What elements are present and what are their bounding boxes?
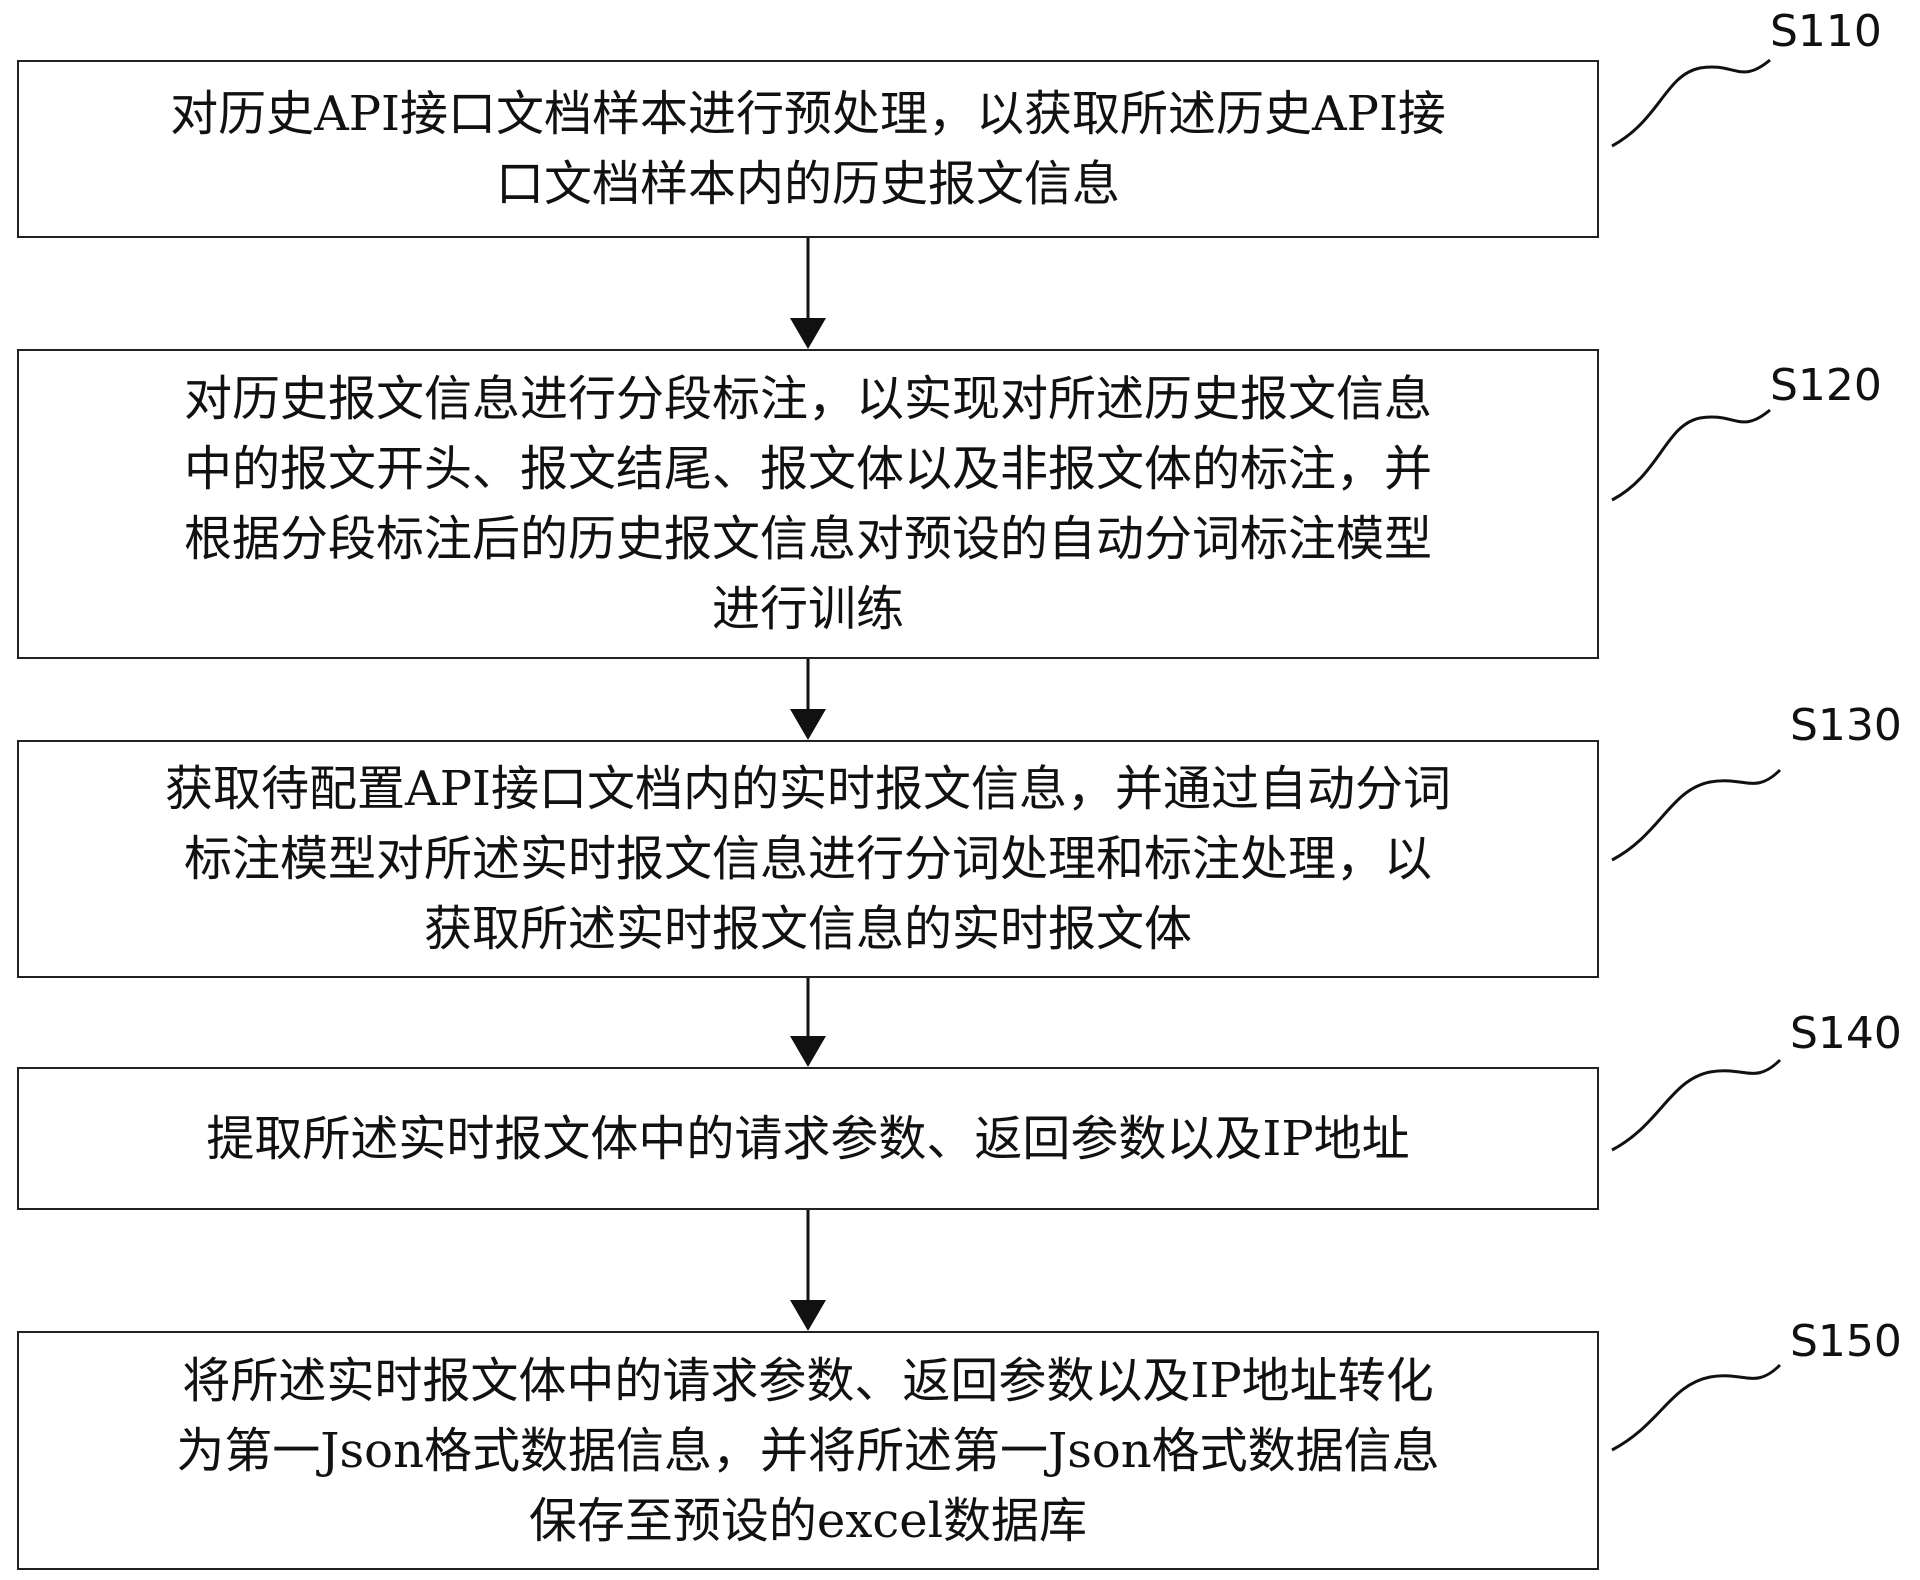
leader-line-s130 xyxy=(1611,768,1782,862)
step-line: 为第一Json格式数据信息，并将所述第一Json格式数据信息 xyxy=(176,1422,1440,1479)
step-text-s140: 提取所述实时报文体中的请求参数、返回参数以及IP地址 xyxy=(206,1104,1409,1174)
flow-arrow-2 xyxy=(790,659,826,740)
step-line: 进行训练 xyxy=(711,581,904,637)
step-text-s130: 获取待配置API接口文档内的实时报文信息，并通过自动分词 标注模型对所述实时报文… xyxy=(165,754,1451,964)
step-line: 保存至预设的excel数据库 xyxy=(528,1492,1088,1549)
step-box-s140: 提取所述实时报文体中的请求参数、返回参数以及IP地址 xyxy=(17,1067,1599,1210)
step-text-s150: 将所述实时报文体中的请求参数、返回参数以及IP地址转化 为第一Json格式数据信… xyxy=(176,1346,1439,1556)
step-line: 将所述实时报文体中的请求参数、返回参数以及IP地址转化 xyxy=(182,1352,1434,1409)
step-line: 对历史报文信息进行分段标注，以实现对所述历史报文信息 xyxy=(183,371,1432,427)
step-line: 获取所述实时报文信息的实时报文体 xyxy=(423,901,1192,957)
step-line: 获取待配置API接口文档内的实时报文信息，并通过自动分词 xyxy=(165,761,1451,817)
step-label-s130: S130 xyxy=(1790,700,1902,751)
step-label-s140: S140 xyxy=(1790,1008,1902,1059)
step-box-s110: 对历史API接口文档样本进行预处理，以获取所述历史API接 口文档样本内的历史报… xyxy=(17,60,1599,238)
step-box-s130: 获取待配置API接口文档内的实时报文信息，并通过自动分词 标注模型对所述实时报文… xyxy=(17,740,1599,978)
leader-line-s120 xyxy=(1611,408,1771,502)
step-box-s120: 对历史报文信息进行分段标注，以实现对所述历史报文信息 中的报文开头、报文结尾、报… xyxy=(17,349,1599,659)
step-text-s110: 对历史API接口文档样本进行预处理，以获取所述历史API接 口文档样本内的历史报… xyxy=(170,79,1446,219)
flow-arrow-1 xyxy=(790,238,826,349)
step-label-s110: S110 xyxy=(1770,6,1882,57)
leader-line-s110 xyxy=(1611,58,1771,148)
step-line: 对历史API接口文档样本进行预处理，以获取所述历史API接 xyxy=(170,86,1446,142)
step-line: 提取所述实时报文体中的请求参数、返回参数以及IP地址 xyxy=(206,1110,1410,1167)
step-line: 标注模型对所述实时报文信息进行分词处理和标注处理，以 xyxy=(183,831,1432,887)
flow-arrow-4 xyxy=(790,1210,826,1331)
step-line: 根据分段标注后的历史报文信息对预设的自动分词标注模型 xyxy=(183,511,1432,567)
step-line: 口文档样本内的历史报文信息 xyxy=(495,156,1120,212)
step-box-s150: 将所述实时报文体中的请求参数、返回参数以及IP地址转化 为第一Json格式数据信… xyxy=(17,1331,1599,1570)
leader-line-s150 xyxy=(1611,1363,1782,1452)
step-label-s150: S150 xyxy=(1790,1316,1902,1367)
flow-arrow-3 xyxy=(790,978,826,1067)
step-label-s120: S120 xyxy=(1770,360,1882,411)
step-line: 中的报文开头、报文结尾、报文体以及非报文体的标注，并 xyxy=(183,441,1432,497)
step-text-s120: 对历史报文信息进行分段标注，以实现对所述历史报文信息 中的报文开头、报文结尾、报… xyxy=(184,364,1432,644)
leader-line-s140 xyxy=(1611,1058,1782,1152)
